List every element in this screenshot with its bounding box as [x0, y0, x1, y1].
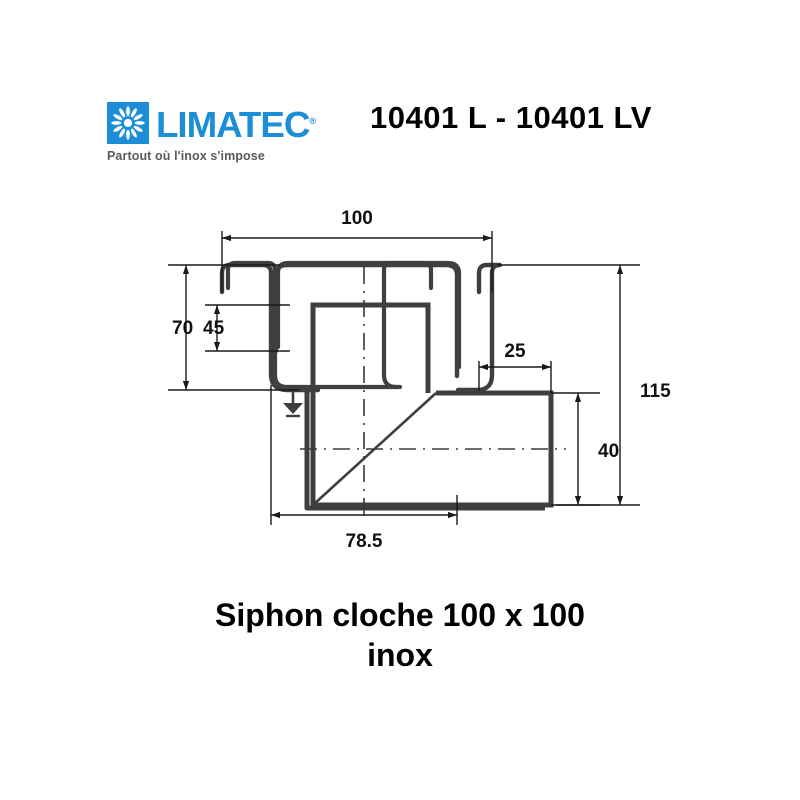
- dim-label-45: 45: [203, 318, 225, 339]
- technical-drawing: 100 70 45 25 115 40 78.5: [0, 195, 800, 585]
- left-hook: [219, 262, 321, 393]
- limatec-logo: LIMATEC® Partout où l'inox s'impose: [107, 100, 316, 163]
- dim-label-785: 78.5: [346, 531, 383, 552]
- drawing-canvas: 100 70 45 25 115 40 78.5: [168, 208, 671, 552]
- bell-right-rim-profile: [381, 260, 434, 390]
- logo-tagline: Partout où l'inox s'impose: [107, 149, 265, 163]
- caption-line-1: Siphon cloche 100 x 100: [215, 597, 585, 633]
- elbow-vertical-left-wall: [310, 302, 431, 393]
- dimension-labels: 100 70 45 25 115 40 78.5: [172, 208, 671, 552]
- surface-finish-symbol: [283, 391, 303, 418]
- bell-dome: [273, 262, 460, 379]
- dim-label-25: 25: [504, 341, 526, 362]
- product-caption: Siphon cloche 100 x 100 inox: [100, 595, 700, 675]
- centerlines: [300, 267, 566, 515]
- registered-trademark-icon: ®: [309, 116, 316, 126]
- sunburst-flower-icon: [107, 102, 149, 144]
- logo-wordmark: LIMATEC®: [156, 100, 316, 146]
- logo-row: LIMATEC®: [107, 100, 316, 146]
- caption-line-2: inox: [367, 637, 433, 673]
- dim-label-115: 115: [640, 381, 671, 402]
- product-reference-title: 10401 L - 10401 LV: [370, 100, 652, 135]
- right-hook: [455, 262, 503, 393]
- page-header: LIMATEC® Partout où l'inox s'impose 1040…: [0, 0, 800, 190]
- logo-wordmark-text: LIMATEC: [156, 104, 310, 145]
- dim-label-70: 70: [172, 318, 193, 339]
- dim-label-40: 40: [598, 441, 619, 462]
- elbow-body-outline: [304, 387, 545, 511]
- dimension-lines: [168, 231, 640, 525]
- dim-label-100: 100: [341, 208, 373, 229]
- elbow-outline: [310, 390, 554, 508]
